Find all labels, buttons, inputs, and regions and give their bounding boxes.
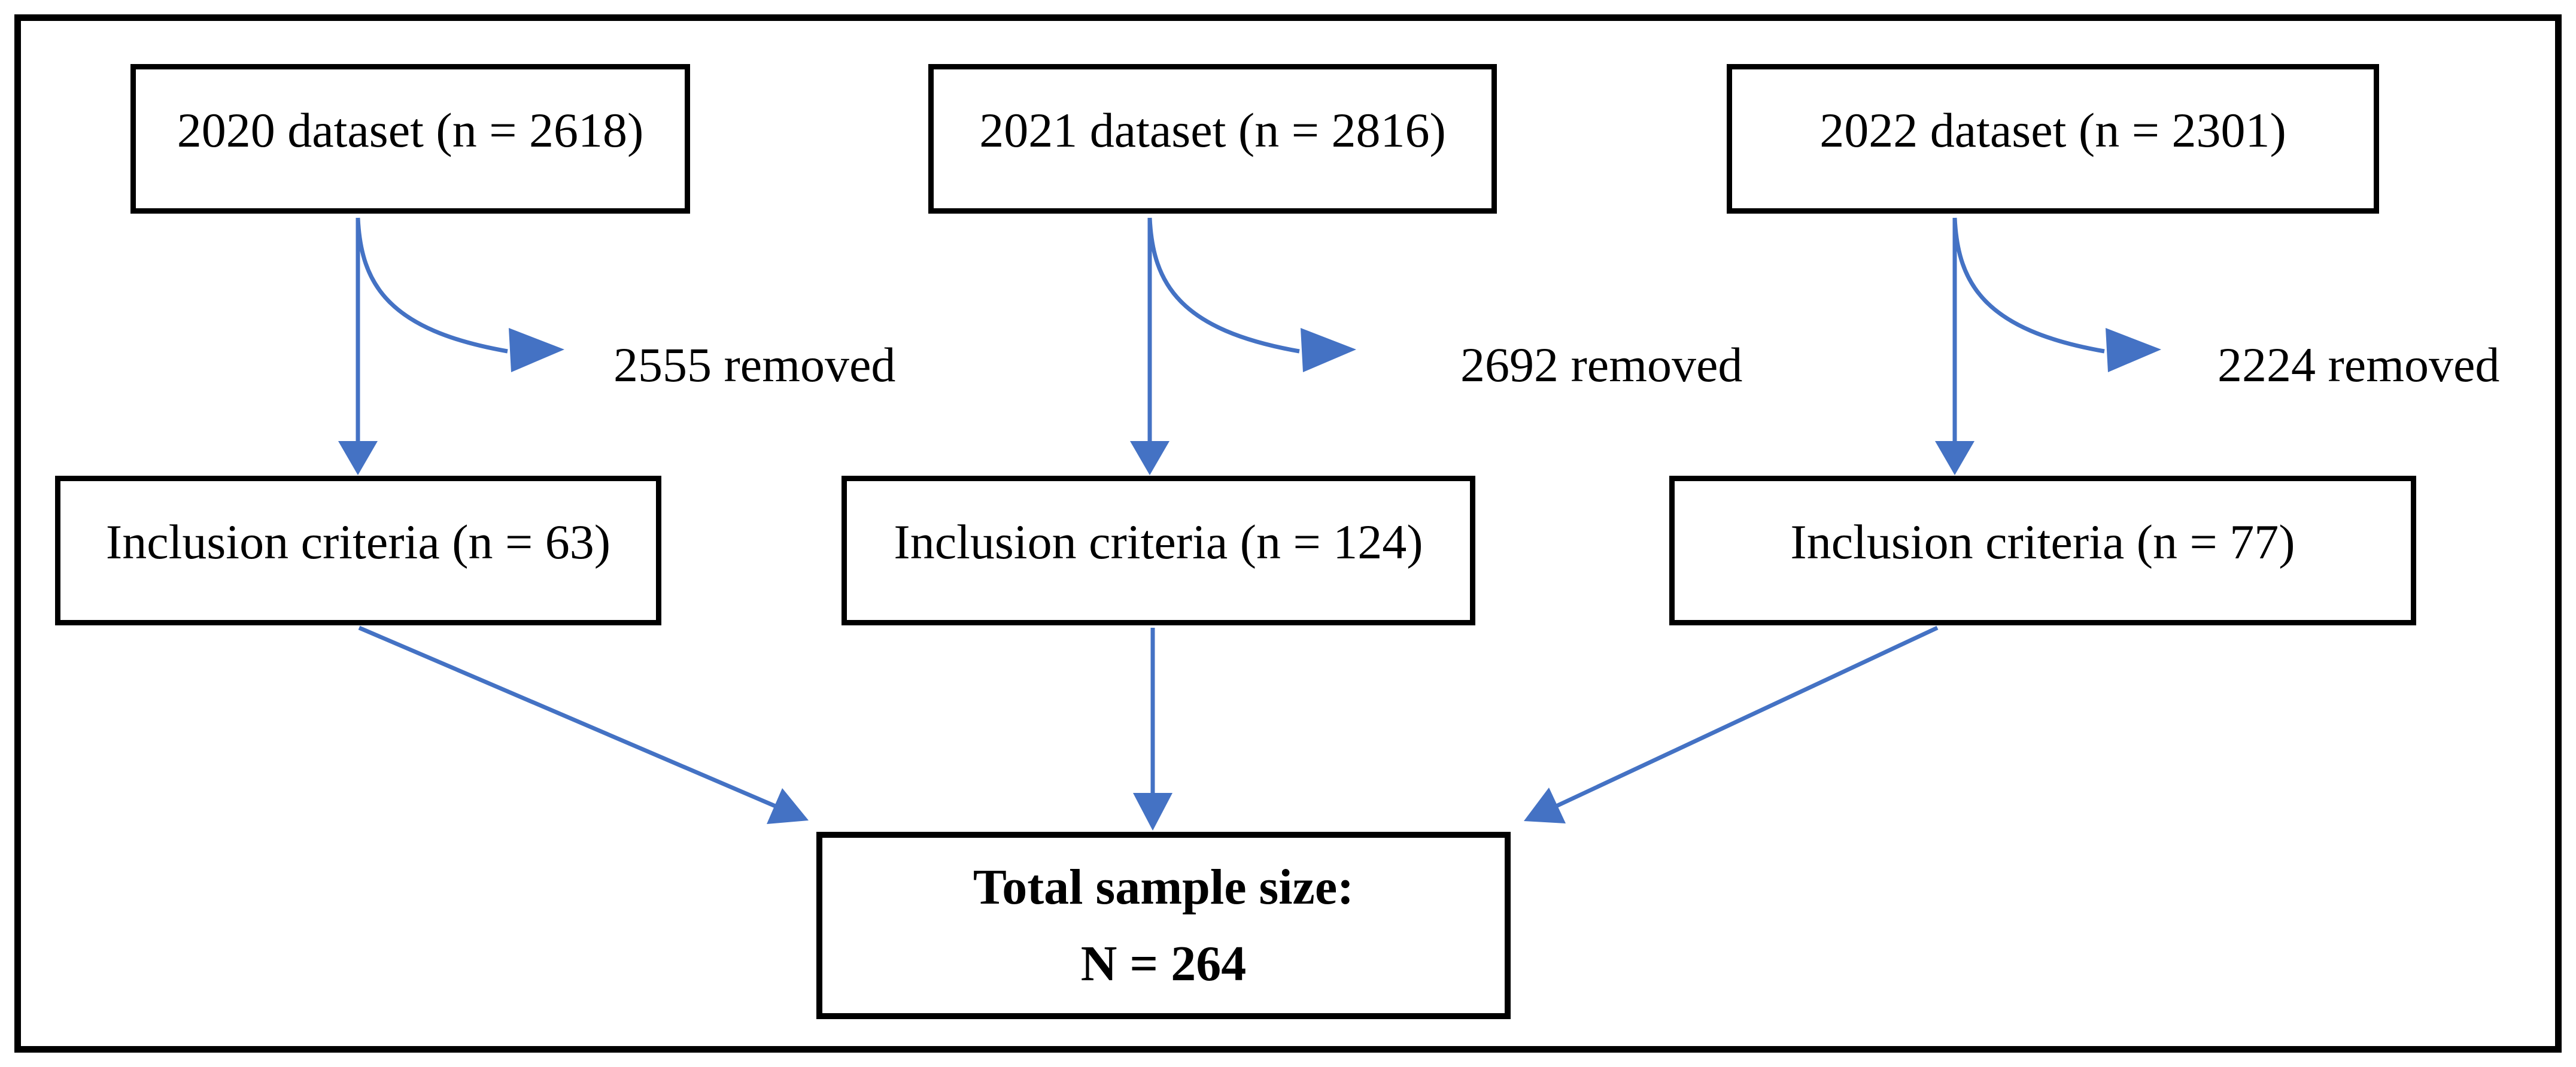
removed-curve-2021-head xyxy=(1301,328,1356,372)
total-sample-line1: Total sample size: xyxy=(973,859,1354,915)
inclusion-label-2021: Inclusion criteria (n = 124) xyxy=(894,515,1423,569)
total-arrow-right-head xyxy=(1524,788,1566,823)
total-arrow-left-line xyxy=(358,625,779,810)
total-sample-line2: N = 264 xyxy=(1080,935,1247,992)
total-arrow-left-head xyxy=(767,788,809,824)
total-sample-box: Total sample size: N = 264 xyxy=(816,832,1511,1019)
removed-label-2022: 2224 removed xyxy=(2217,338,2500,392)
removed-label-2021: 2692 removed xyxy=(1460,338,1743,392)
down-arrow-2022-head xyxy=(1935,441,1974,475)
inclusion-box-2020: Inclusion criteria (n = 63) xyxy=(55,476,661,625)
removed-curve-2020-line xyxy=(356,217,508,354)
inclusion-label-2020: Inclusion criteria (n = 63) xyxy=(105,515,611,569)
total-arrow-right-line xyxy=(1553,625,1939,810)
removed-curve-2022-head xyxy=(2106,328,2161,372)
removed-label-2020: 2555 removed xyxy=(613,338,896,392)
inclusion-box-2022: Inclusion criteria (n = 77) xyxy=(1669,476,2416,625)
down-arrow-2020-head xyxy=(338,441,378,475)
removed-curve-2021-line xyxy=(1147,217,1300,354)
dataset-label-2022: 2022 dataset (n = 2301) xyxy=(1819,103,2286,157)
dataset-box-2022: 2022 dataset (n = 2301) xyxy=(1727,64,2379,214)
inclusion-label-2022: Inclusion criteria (n = 77) xyxy=(1790,515,2295,569)
inclusion-box-2021: Inclusion criteria (n = 124) xyxy=(842,476,1475,625)
dataset-box-2020: 2020 dataset (n = 2618) xyxy=(130,64,690,214)
dataset-box-2021: 2021 dataset (n = 2816) xyxy=(928,64,1497,214)
total-arrow-middle-head xyxy=(1133,793,1172,831)
down-arrow-2021-head xyxy=(1130,441,1169,475)
removed-curve-2022-line xyxy=(1952,217,2105,354)
dataset-label-2020: 2020 dataset (n = 2618) xyxy=(177,103,644,157)
removed-curve-2020-head xyxy=(509,328,564,372)
dataset-label-2021: 2021 dataset (n = 2816) xyxy=(979,103,1446,157)
